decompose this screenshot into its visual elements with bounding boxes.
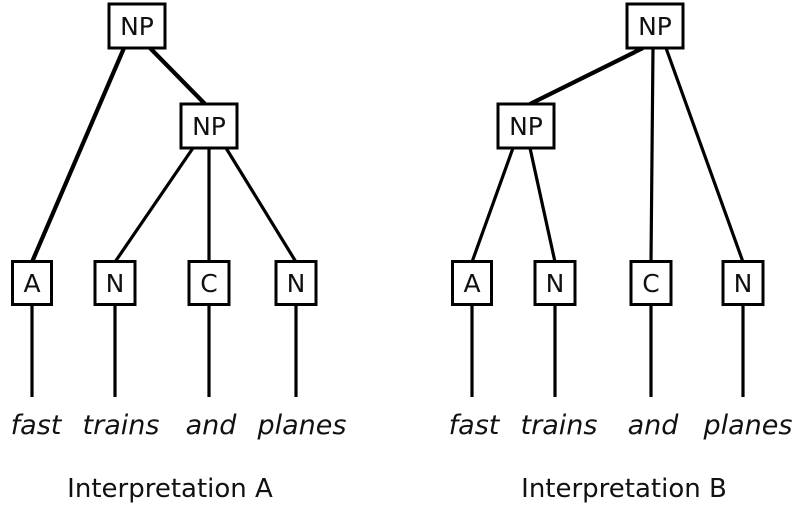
tree-node-a-root[interactable]: NP — [107, 2, 167, 50]
node-box-a-pos-1 — [11, 260, 53, 306]
word-label-interpretation-a-0: fast — [11, 410, 63, 441]
node-label-b-pos-3: C — [642, 269, 659, 298]
node-box-b-pos-1 — [451, 260, 493, 306]
tree-node-b-pos-4[interactable]: N — [721, 260, 765, 306]
node-label-b-pos-2: N — [546, 269, 565, 298]
node-label-a-pos-3: C — [200, 269, 217, 298]
word-label-interpretation-b-1: trains — [521, 410, 598, 441]
word-label-interpretation-b-2: and — [628, 410, 680, 441]
node-box-b-pos-4 — [721, 260, 765, 306]
tree-edge-b-root-to-b-pos-3 — [649, 47, 655, 263]
node-box-a-pos-4 — [274, 260, 318, 306]
caption-interpretation-a: Interpretation A — [67, 474, 273, 504]
node-box-b-np2 — [496, 102, 556, 150]
tree-node-a-pos-4[interactable]: N — [274, 260, 318, 306]
caption-interpretation-b: Interpretation B — [521, 474, 727, 504]
node-box-a-pos-3 — [187, 260, 231, 306]
word-label-interpretation-a-3: planes — [257, 410, 347, 441]
tree-node-a-np2[interactable]: NP — [179, 102, 239, 150]
node-label-a-pos-2: N — [106, 269, 125, 298]
node-label-a-pos-1: A — [23, 269, 40, 298]
node-box-b-root — [625, 2, 685, 50]
tree-edge-a-root-to-a-pos-1 — [30, 47, 126, 263]
node-box-b-pos-2 — [533, 260, 577, 306]
tree-node-b-pos-3[interactable]: C — [629, 260, 673, 306]
node-label-b-pos-1: A — [463, 269, 480, 298]
node-label-a-pos-4: N — [287, 269, 306, 298]
word-label-interpretation-a-2: and — [186, 410, 238, 441]
tree-edge-a-np2-to-a-pos-4 — [224, 147, 298, 263]
tree-node-b-pos-1[interactable]: A — [451, 260, 493, 306]
tree-edge-b-root-to-b-pos-4 — [664, 47, 745, 263]
word-label-interpretation-b-0: fast — [449, 410, 501, 441]
tree-node-b-pos-2[interactable]: N — [533, 260, 577, 306]
tree-node-a-pos-2[interactable]: N — [93, 260, 137, 306]
tree-node-a-pos-3[interactable]: C — [187, 260, 231, 306]
node-label-b-np2: NP — [509, 112, 543, 141]
word-label-interpretation-b-3: planes — [703, 410, 793, 441]
node-label-a-root: NP — [120, 12, 154, 41]
tree-node-a-pos-1[interactable]: A — [11, 260, 53, 306]
tree-node-b-np2[interactable]: NP — [496, 102, 556, 150]
node-box-a-root — [107, 2, 167, 50]
tree-node-b-root[interactable]: NP — [625, 2, 685, 50]
node-box-a-np2 — [179, 102, 239, 150]
tree-edge-a-root-to-a-np2 — [148, 46, 207, 106]
node-label-b-root: NP — [638, 12, 672, 41]
node-label-a-np2: NP — [192, 112, 226, 141]
tree-edge-b-np2-to-b-pos-1 — [470, 147, 515, 263]
word-label-interpretation-a-1: trains — [83, 410, 160, 441]
tree-edge-a-np2-to-a-pos-2 — [113, 147, 195, 263]
node-box-a-pos-2 — [93, 260, 137, 306]
tree-edge-b-root-to-b-np2 — [529, 46, 644, 106]
node-box-b-pos-3 — [629, 260, 673, 306]
tree-edge-b-np2-to-b-pos-2 — [528, 147, 557, 263]
node-label-b-pos-4: N — [734, 269, 753, 298]
